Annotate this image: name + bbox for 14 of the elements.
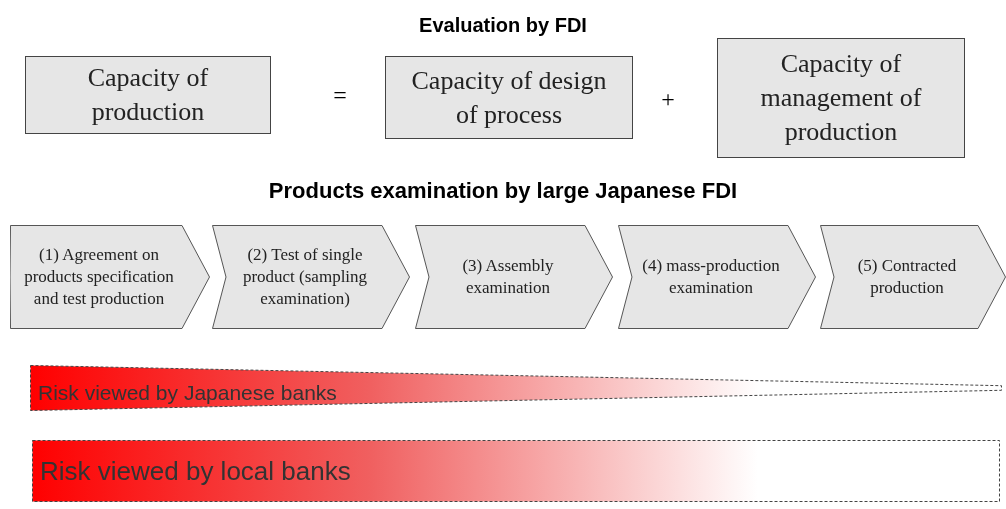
process-step: (3) Assembly examination bbox=[415, 225, 613, 329]
tapering-risk-bar: Risk viewed by Japanese banks bbox=[30, 365, 1002, 411]
equation-box: Capacity of production bbox=[25, 56, 271, 134]
process-step: (1) Agreement on products specification and test production bbox=[10, 225, 210, 329]
risk-bar: Risk viewed by local banks bbox=[32, 440, 1000, 502]
equation-box: Capacity of management of production bbox=[717, 38, 965, 158]
equation-box: Capacity of design of process bbox=[385, 56, 633, 139]
plus-sign: + bbox=[661, 86, 675, 113]
equals-sign: = bbox=[333, 82, 347, 109]
process-step: (4) mass-production examination bbox=[618, 225, 816, 329]
process-step: (5) Contracted production bbox=[820, 225, 1006, 329]
heading: Products examination by large Japanese FDI bbox=[268, 178, 738, 204]
process-step: (2) Test of single product (sampling examination) bbox=[212, 225, 410, 329]
heading: Evaluation by FDI bbox=[419, 14, 587, 37]
